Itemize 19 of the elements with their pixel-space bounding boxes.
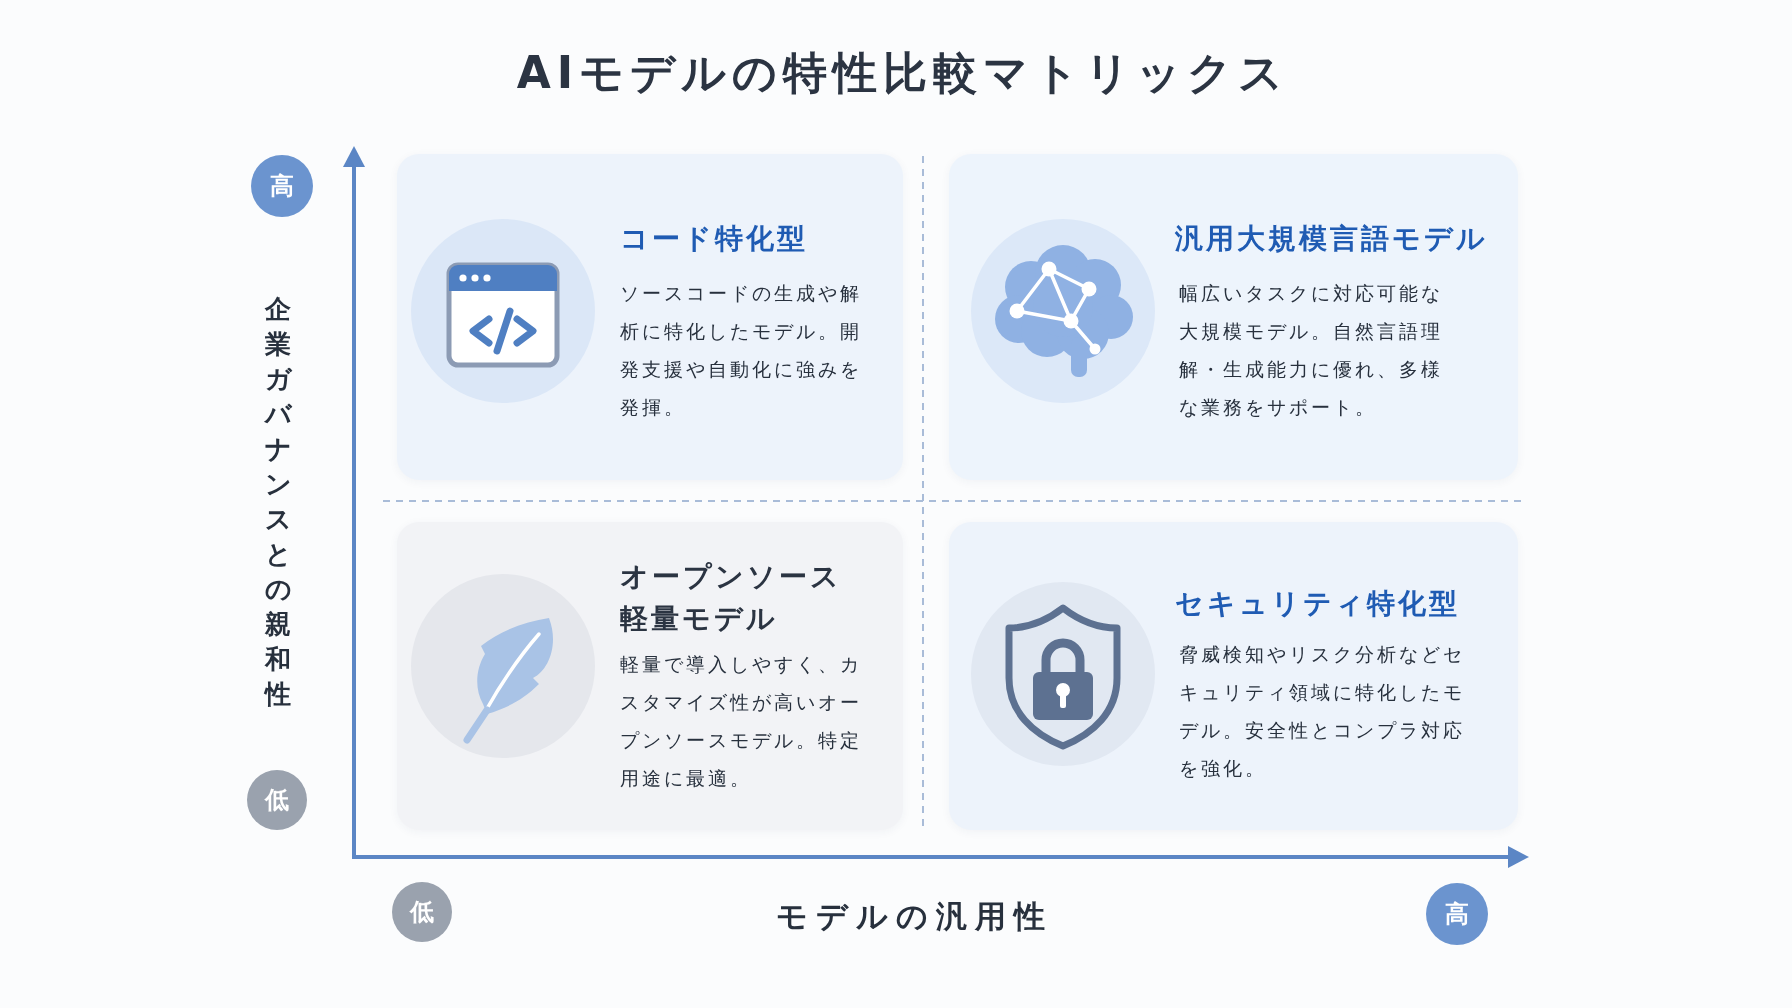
quadrant-card [949, 154, 1518, 480]
card-description: 幅広いタスクに対応可能な大規模モデル。自然言語理解・生成能力に優れ、多様な業務をサポート。 [1179, 282, 1444, 420]
quadrant-card [397, 522, 903, 830]
axis-title: モデルの汎用性 [775, 897, 1053, 936]
axis-title: 企業ガバナンスとの親和性 [263, 293, 293, 711]
card-heading: セキュリティ特化型 [1175, 586, 1461, 622]
level-badge: 低 [392, 882, 452, 942]
level-badge: 低 [247, 770, 307, 830]
card-description: 軽量で導入しやすく、カスタマイズ性が高いオープンソースモデル。特定用途に最適。 [620, 653, 863, 791]
quadrant-card [397, 154, 903, 480]
card-heading: コード特化型 [620, 221, 809, 257]
level-badge: 高 [251, 155, 313, 217]
card-heading: オープンソース軽量モデル [620, 559, 843, 637]
card-description: 脅威検知やリスク分析などセキュリティ領域に特化したモデル。安全性とコンプラ対応を強化。 [1179, 643, 1466, 781]
chart-title: AIモデルの特性比較マトリックス [516, 46, 1290, 100]
level-badge: 高 [1426, 883, 1488, 945]
card-heading: 汎用大規模言語モデル [1175, 221, 1489, 257]
quadrant-card [949, 522, 1518, 830]
card-description: ソースコードの生成や解析に特化したモデル。開発支援や自動化に強みを発揮。 [620, 282, 863, 420]
